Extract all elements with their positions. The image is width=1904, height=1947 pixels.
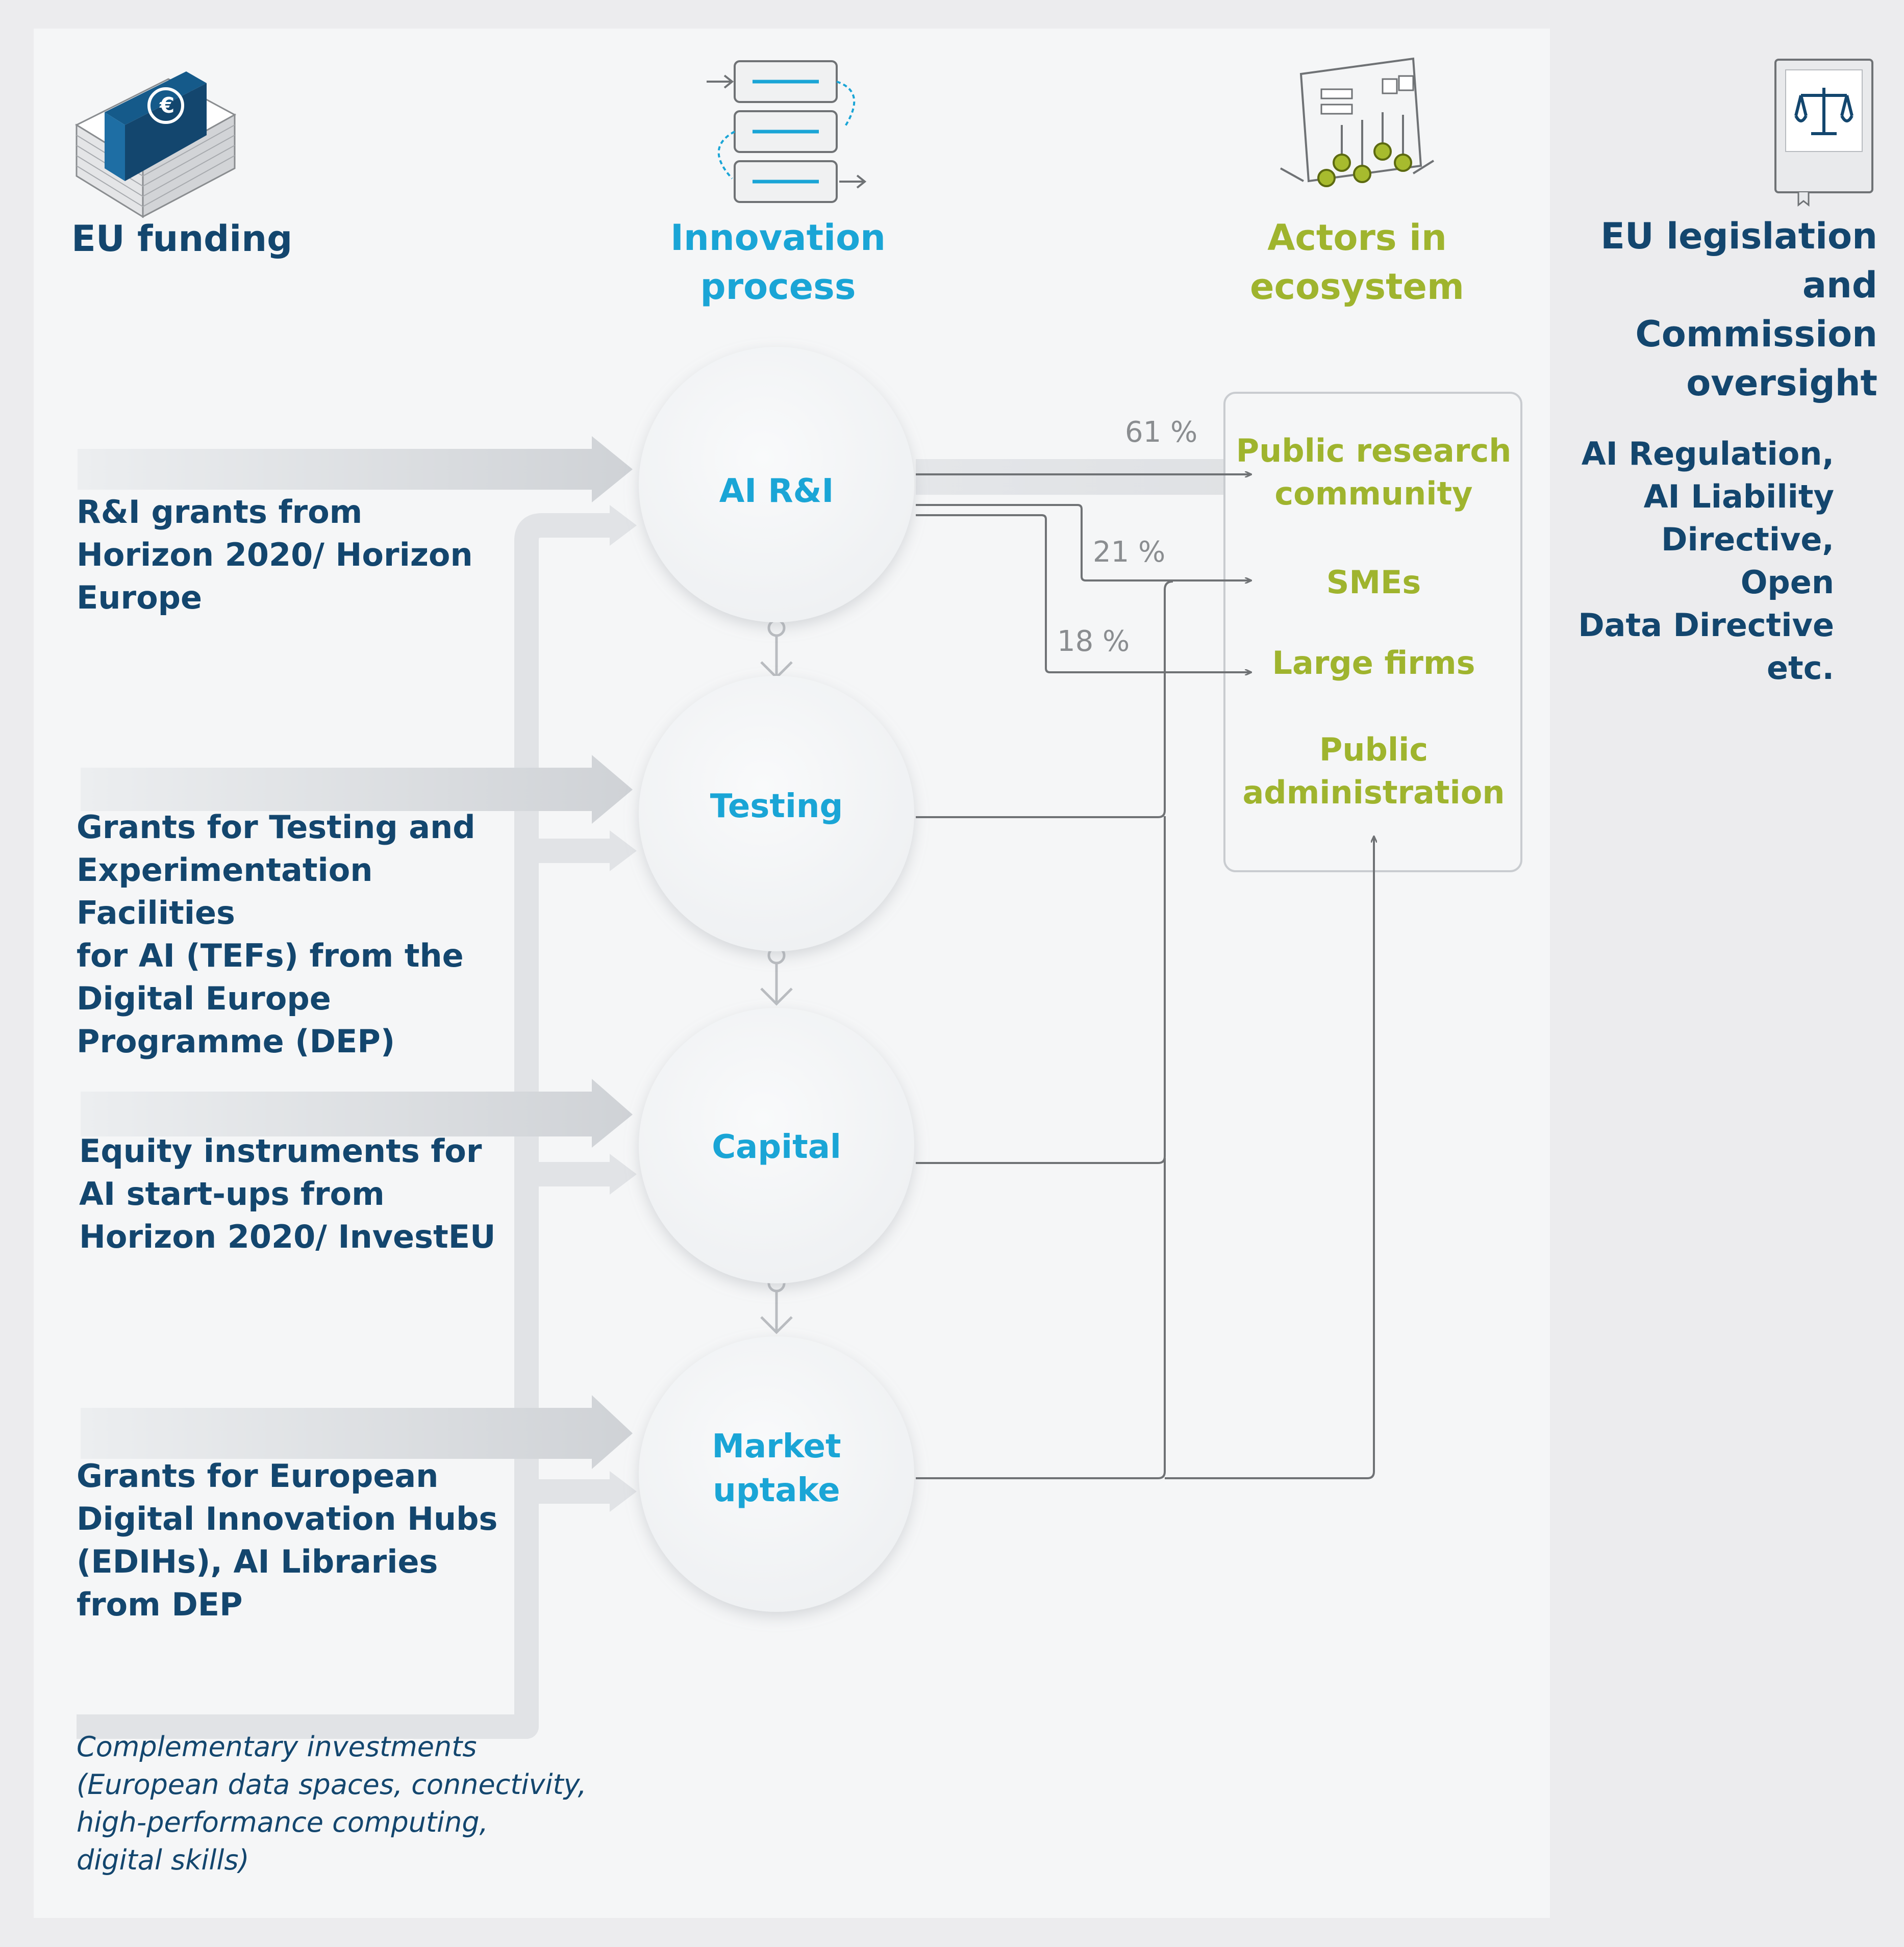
connector-line-3 bbox=[760, 1291, 793, 1334]
stage-circle-capital bbox=[639, 1008, 914, 1283]
stage-circle-market bbox=[639, 1336, 914, 1612]
header-eu-legislation: EU legislation and Commission oversight bbox=[1600, 215, 1877, 404]
stage-circle-ai-ri bbox=[639, 347, 914, 622]
stage-label-ai-ri: AI R&I bbox=[719, 472, 834, 510]
complementary-arrow-4 bbox=[610, 1471, 637, 1512]
actor-large-firms: Large firms bbox=[1272, 644, 1475, 681]
funding-source-ri-grants: R&I grants from Horizon 2020/ Horizon Eu… bbox=[77, 493, 473, 616]
header-actors-ecosystem: Actors in ecosystem bbox=[1250, 217, 1464, 308]
svg-text:€: € bbox=[159, 93, 174, 118]
funding-flow-arrow-2 bbox=[81, 755, 633, 824]
stage-circle-testing bbox=[639, 676, 914, 951]
stage-label-testing: Testing bbox=[710, 788, 843, 825]
actor-public-administration: Public administration bbox=[1242, 731, 1505, 811]
connector-capital bbox=[916, 816, 1166, 1164]
complementary-arrow-1 bbox=[610, 505, 637, 546]
funding-source-edih: Grants for European Digital Innovation H… bbox=[77, 1457, 498, 1623]
connector-airi-smes bbox=[916, 504, 1251, 580]
connector-airi-large-firms bbox=[916, 514, 1251, 672]
header-eu-funding: EU funding bbox=[71, 218, 293, 260]
funding-flow-arrow-4 bbox=[81, 1395, 633, 1469]
euro-banknotes-icon: € bbox=[74, 71, 237, 218]
legislation-list: AI Regulation, AI Liability Directive, O… bbox=[1578, 435, 1834, 687]
share-smes: 21 % bbox=[1093, 536, 1166, 569]
actor-smes: SMEs bbox=[1326, 564, 1421, 601]
scales-of-justice-icon bbox=[1774, 59, 1873, 207]
complementary-arrow-2 bbox=[610, 830, 637, 871]
share-flow-band bbox=[916, 459, 1247, 495]
header-innovation-process: Innovation process bbox=[670, 217, 886, 308]
connector-market-smes bbox=[916, 1158, 1166, 1479]
stage-label-capital: Capital bbox=[712, 1128, 841, 1166]
funding-flow-arrow-3 bbox=[81, 1079, 633, 1148]
stage-label-market-uptake: Market uptake bbox=[712, 1428, 841, 1509]
connector-testing bbox=[916, 580, 1173, 818]
ecosystem-nodes-icon bbox=[1280, 57, 1435, 187]
connector-line-1 bbox=[760, 636, 793, 679]
actor-connectors bbox=[916, 474, 1374, 1479]
share-public-research: 61 % bbox=[1125, 416, 1198, 449]
complementary-arrow-3 bbox=[610, 1154, 637, 1195]
connector-market-public-admin bbox=[1165, 837, 1374, 1479]
share-large-firms: 18 % bbox=[1057, 625, 1130, 658]
process-modules-icon bbox=[707, 60, 867, 203]
funding-source-equity: Equity instruments for AI start-ups from… bbox=[79, 1132, 496, 1255]
connector-line-2 bbox=[760, 963, 793, 1006]
connector-dot-1 bbox=[767, 619, 786, 637]
funding-flow-arrow-1 bbox=[78, 436, 633, 502]
actor-public-research-community: Public research community bbox=[1236, 432, 1512, 512]
funding-source-tef-grants: Grants for Testing and Experimentation F… bbox=[77, 808, 475, 1060]
complementary-flow-bus bbox=[77, 513, 612, 1739]
complementary-investments-note: Complementary investments (European data… bbox=[77, 1731, 587, 1876]
